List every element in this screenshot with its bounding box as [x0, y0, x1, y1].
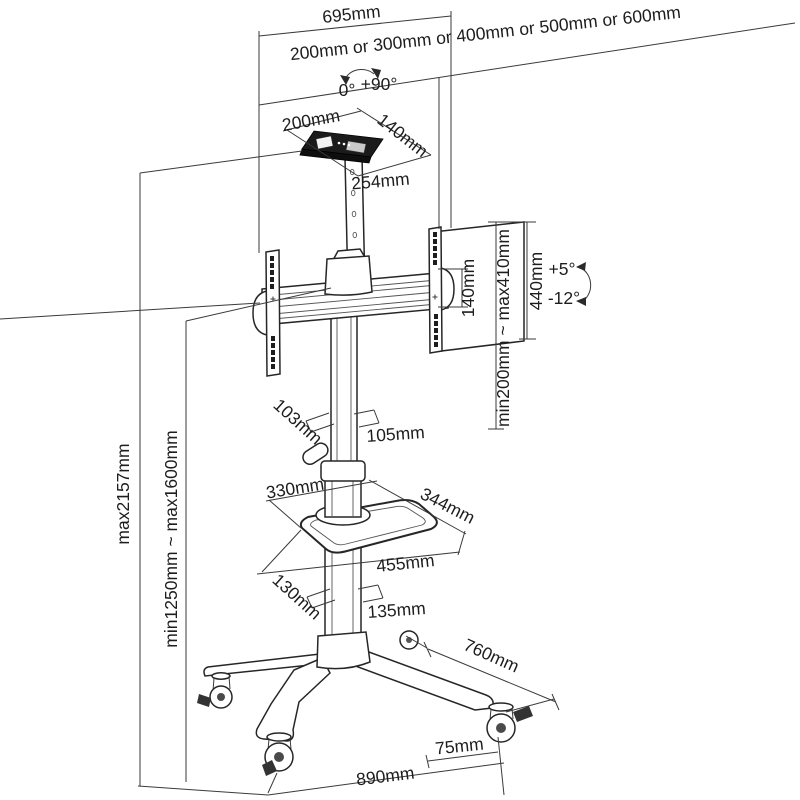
handle [302, 442, 329, 466]
dim-label-bracket-height: 440mm [526, 252, 546, 310]
tilt-arc [580, 267, 592, 302]
dim-label-tray-offset: 254mm [351, 169, 411, 194]
dim-label-base-depth: 760mm [461, 635, 522, 677]
caster-front-right [486, 702, 533, 743]
base [197, 630, 533, 776]
outer-column-top [324, 476, 362, 518]
base-leg-front-left [255, 657, 331, 742]
rail-end-cap-right [440, 267, 455, 311]
angle-label-tilt-down: -12° [548, 288, 580, 308]
dim-label-lower-column-width: 135mm [367, 598, 427, 622]
angle-label-swivel-min: 0° [339, 80, 356, 100]
caster-front-left [262, 732, 294, 776]
dim-label-tray-width: 200mm [280, 105, 341, 135]
base-arm-right [348, 647, 494, 711]
caster-left-rear [197, 672, 233, 709]
dim-label-upper-column-width: 105mm [366, 422, 426, 446]
base-arm-left-rear [203, 653, 321, 677]
vesa-strip-left [265, 249, 281, 377]
tv-bracket-rails [261, 271, 449, 326]
dim-label-lower-column-depth: 130mm [269, 570, 326, 624]
angle-label-tilt-up: +5° [549, 259, 576, 279]
dim-label-height-adjust-range: min200mm ~ max410mm [493, 229, 513, 427]
av-shelf [299, 499, 438, 554]
dim-label-base-width: 890mm [355, 763, 415, 790]
caster-rear-right [399, 630, 419, 650]
stand-structure [197, 130, 533, 776]
vesa-strip-right [428, 226, 443, 354]
column-collar [320, 460, 366, 482]
rail-mount-block [324, 248, 373, 296]
dimension-lines [0, 11, 796, 796]
dim-label-top-width: 695mm [321, 1, 381, 27]
camera-tray [299, 130, 384, 164]
angle-annotations [340, 68, 592, 306]
angle-label-swivel-max: +90° [361, 74, 398, 94]
dim-label-tray-depth: 140mm [374, 109, 432, 161]
dim-label-shelf-width: 455mm [375, 550, 435, 576]
dim-label-shelf-depth-front: 330mm [265, 474, 326, 503]
rail-end-cap-left [252, 290, 268, 336]
upper-column [330, 311, 358, 464]
dim-label-vesa-height: 140mm [458, 259, 478, 317]
dim-label-upper-column-depth: 103mm [270, 395, 327, 449]
dim-label-overall-height: max2157mm [113, 443, 133, 544]
base-hub [316, 631, 371, 670]
dim-label-screen-center-height: min1250mm ~ max1600mm [161, 430, 181, 647]
